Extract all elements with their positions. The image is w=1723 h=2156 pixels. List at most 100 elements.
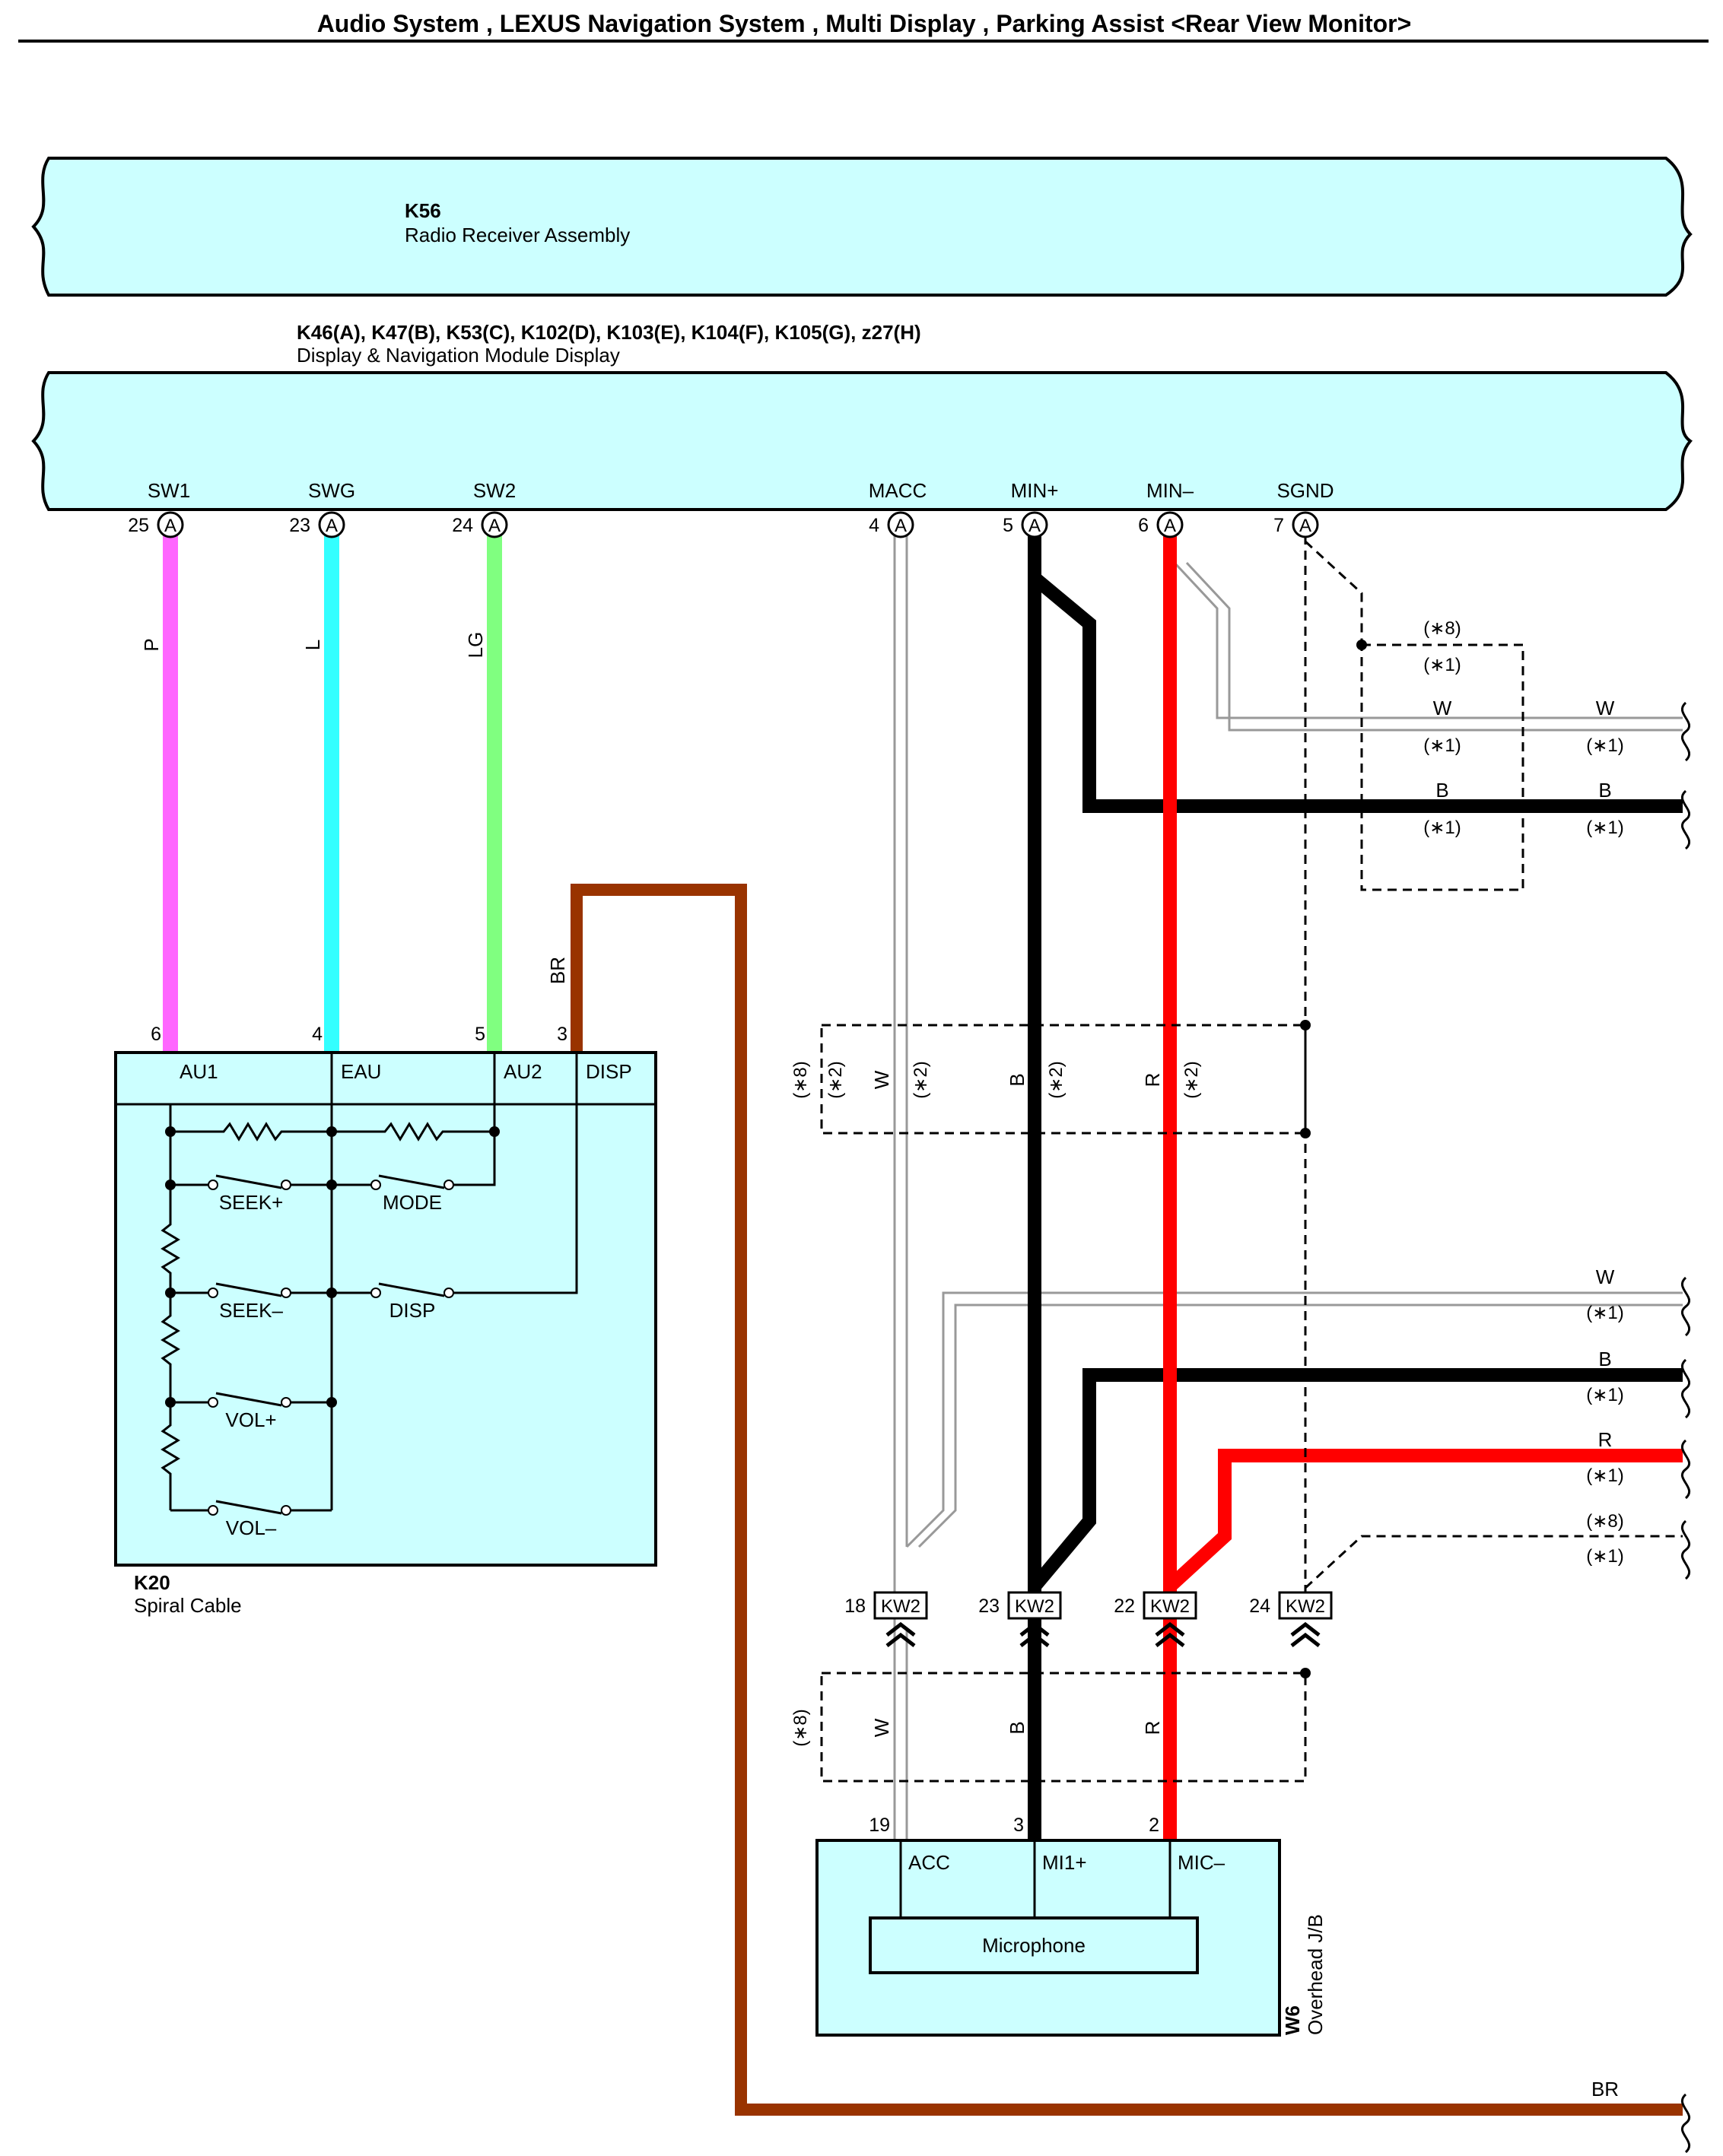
wire-label-br: BR <box>546 957 569 984</box>
kw2-connectors: KW2 18 KW2 23 KW2 22 KW2 24 <box>844 1591 1333 1647</box>
display-module-panel <box>31 371 1693 511</box>
svg-text:5: 5 <box>1003 515 1013 536</box>
overhead-label-mi1: MI1+ <box>1042 1851 1087 1874</box>
overhead-label-acc: ACC <box>908 1851 950 1874</box>
switch-seek-plus: SEEK+ <box>219 1191 284 1214</box>
kw2-connector-22: KW2 22 <box>1114 1591 1197 1647</box>
mid-shield-r: R <box>1141 1073 1164 1088</box>
upper-right-b-note: (∗1) <box>1586 818 1623 838</box>
overhead-pin-2: 2 <box>1149 1815 1159 1836</box>
switch-disp: DISP <box>389 1299 436 1322</box>
pin-label-sgnd: SGND <box>1276 479 1334 502</box>
svg-text:A: A <box>895 516 907 536</box>
svg-text:18: 18 <box>844 1596 866 1617</box>
pin-label-min-plus: MIN+ <box>1011 479 1059 502</box>
upper-splice-n1: (∗1) <box>1423 655 1461 675</box>
switch-vol-plus: VOL+ <box>225 1408 276 1431</box>
svg-text:22: 22 <box>1114 1596 1135 1617</box>
mid-shield-n2-b: (∗2) <box>911 1061 931 1098</box>
wire-label-lg: LG <box>464 632 487 659</box>
lower-right-labels: W (∗1) B (∗1) R (∗1) (∗8) (∗1) <box>1586 1265 1623 1567</box>
overhead-pin-3: 3 <box>1013 1815 1024 1836</box>
svg-text:A: A <box>164 516 176 536</box>
svg-text:4: 4 <box>869 515 879 536</box>
low-shield-r: R <box>1141 1721 1164 1735</box>
display-pin-labels: SW1 SWG SW2 MACC MIN+ MIN– SGND <box>148 479 1334 502</box>
spiral-pin-6: 6 <box>151 1024 161 1045</box>
mid-shield-n2-c: (∗2) <box>1046 1061 1067 1098</box>
svg-text:24: 24 <box>1249 1596 1270 1617</box>
lower-right-r: R <box>1598 1428 1613 1451</box>
microphone-label: Microphone <box>982 1934 1086 1957</box>
connector-min-minus: A 6 <box>1138 511 1184 538</box>
svg-text:A: A <box>1164 516 1176 536</box>
mid-shield: (∗8) (∗2) W (∗2) B (∗2) R (∗2) <box>790 1020 1311 1138</box>
pin-label-macc: MACC <box>869 479 927 502</box>
display-module-name: Display & Navigation Module Display <box>297 344 620 367</box>
wire-disp-brown <box>571 884 1683 2116</box>
low-shield: (∗8) W B R <box>790 1668 1311 1783</box>
svg-text:KW2: KW2 <box>881 1596 920 1617</box>
svg-text:25: 25 <box>128 515 149 536</box>
spiral-label-disp: DISP <box>586 1060 632 1083</box>
upper-splice: (∗8) (∗1) W (∗1) B (∗1) W (∗1) B (∗1) <box>1356 618 1624 891</box>
overhead-code: W6 <box>1281 2005 1304 2035</box>
mid-shield-n2-d: (∗2) <box>1181 1061 1202 1098</box>
spiral-pin-5: 5 <box>475 1024 485 1045</box>
svg-text:A: A <box>1299 516 1311 536</box>
spiral-pin-4: 4 <box>312 1024 323 1045</box>
spiral-pin-3: 3 <box>557 1024 567 1045</box>
lower-right-r-note: (∗1) <box>1586 1465 1623 1486</box>
lower-right-b: B <box>1598 1348 1611 1370</box>
pin-label-sw2: SW2 <box>473 479 516 502</box>
kw2-connector-24: KW2 24 <box>1249 1591 1333 1647</box>
lower-right-n8-note: (∗1) <box>1586 1546 1623 1567</box>
svg-text:A: A <box>488 516 501 536</box>
low-shield-b: B <box>1006 1721 1028 1734</box>
svg-text:24: 24 <box>452 515 473 536</box>
upper-splice-w: W <box>1433 697 1452 719</box>
switch-vol-minus: VOL– <box>226 1516 277 1539</box>
kw2-connector-18: KW2 18 <box>844 1591 928 1647</box>
connector-sgnd: A 7 <box>1273 511 1319 538</box>
kw2-connector-23: KW2 23 <box>978 1591 1062 1647</box>
display-module-codes: K46(A), K47(B), K53(C), K102(D), K103(E)… <box>297 321 921 344</box>
lower-right-b-note: (∗1) <box>1586 1385 1623 1405</box>
pin-label-min-minus: MIN– <box>1146 479 1194 502</box>
upper-splice-b: B <box>1435 779 1448 802</box>
connector-sw1: A 25 <box>128 511 184 538</box>
wire-label-p: P <box>140 638 163 651</box>
switch-seek-minus: SEEK– <box>219 1299 283 1322</box>
lower-right-w: W <box>1596 1265 1615 1288</box>
pin-label-swg: SWG <box>308 479 355 502</box>
svg-text:23: 23 <box>978 1596 1000 1617</box>
spiral-code: K20 <box>134 1571 170 1594</box>
display-connector-circles: A 25 A 23 A 24 A 4 A 5 A 6 <box>128 511 1319 538</box>
wire-break-symbols <box>1680 701 1691 2154</box>
mid-shield-b: B <box>1006 1073 1028 1086</box>
wire-label-l: L <box>301 640 324 650</box>
svg-text:KW2: KW2 <box>1150 1596 1190 1617</box>
spiral-label-au2: AU2 <box>504 1060 542 1083</box>
upper-right-b: B <box>1598 779 1611 802</box>
upper-right-w-note: (∗1) <box>1586 735 1623 756</box>
svg-text:KW2: KW2 <box>1286 1596 1325 1617</box>
low-shield-n8: (∗8) <box>790 1709 811 1746</box>
microphone-block <box>869 1916 1199 1974</box>
upper-splice-b-note: (∗1) <box>1423 818 1461 838</box>
svg-text:A: A <box>326 516 338 536</box>
svg-text:A: A <box>1028 516 1041 536</box>
overhead-label-mic: MIC– <box>1178 1851 1225 1874</box>
radio-receiver-name: Radio Receiver Assembly <box>405 224 630 246</box>
connector-min-plus: A 5 <box>1003 511 1048 538</box>
svg-text:6: 6 <box>1138 515 1149 536</box>
svg-text:23: 23 <box>289 515 310 536</box>
connector-macc: A 4 <box>869 511 914 538</box>
connector-sw2: A 24 <box>452 511 508 538</box>
mid-shield-n2-a: (∗2) <box>825 1061 846 1098</box>
page-title: Audio System , LEXUS Navigation System ,… <box>317 10 1412 37</box>
mid-shield-w: W <box>870 1070 893 1089</box>
mid-shield-n8: (∗8) <box>790 1061 811 1098</box>
connector-swg: A 23 <box>289 511 345 538</box>
